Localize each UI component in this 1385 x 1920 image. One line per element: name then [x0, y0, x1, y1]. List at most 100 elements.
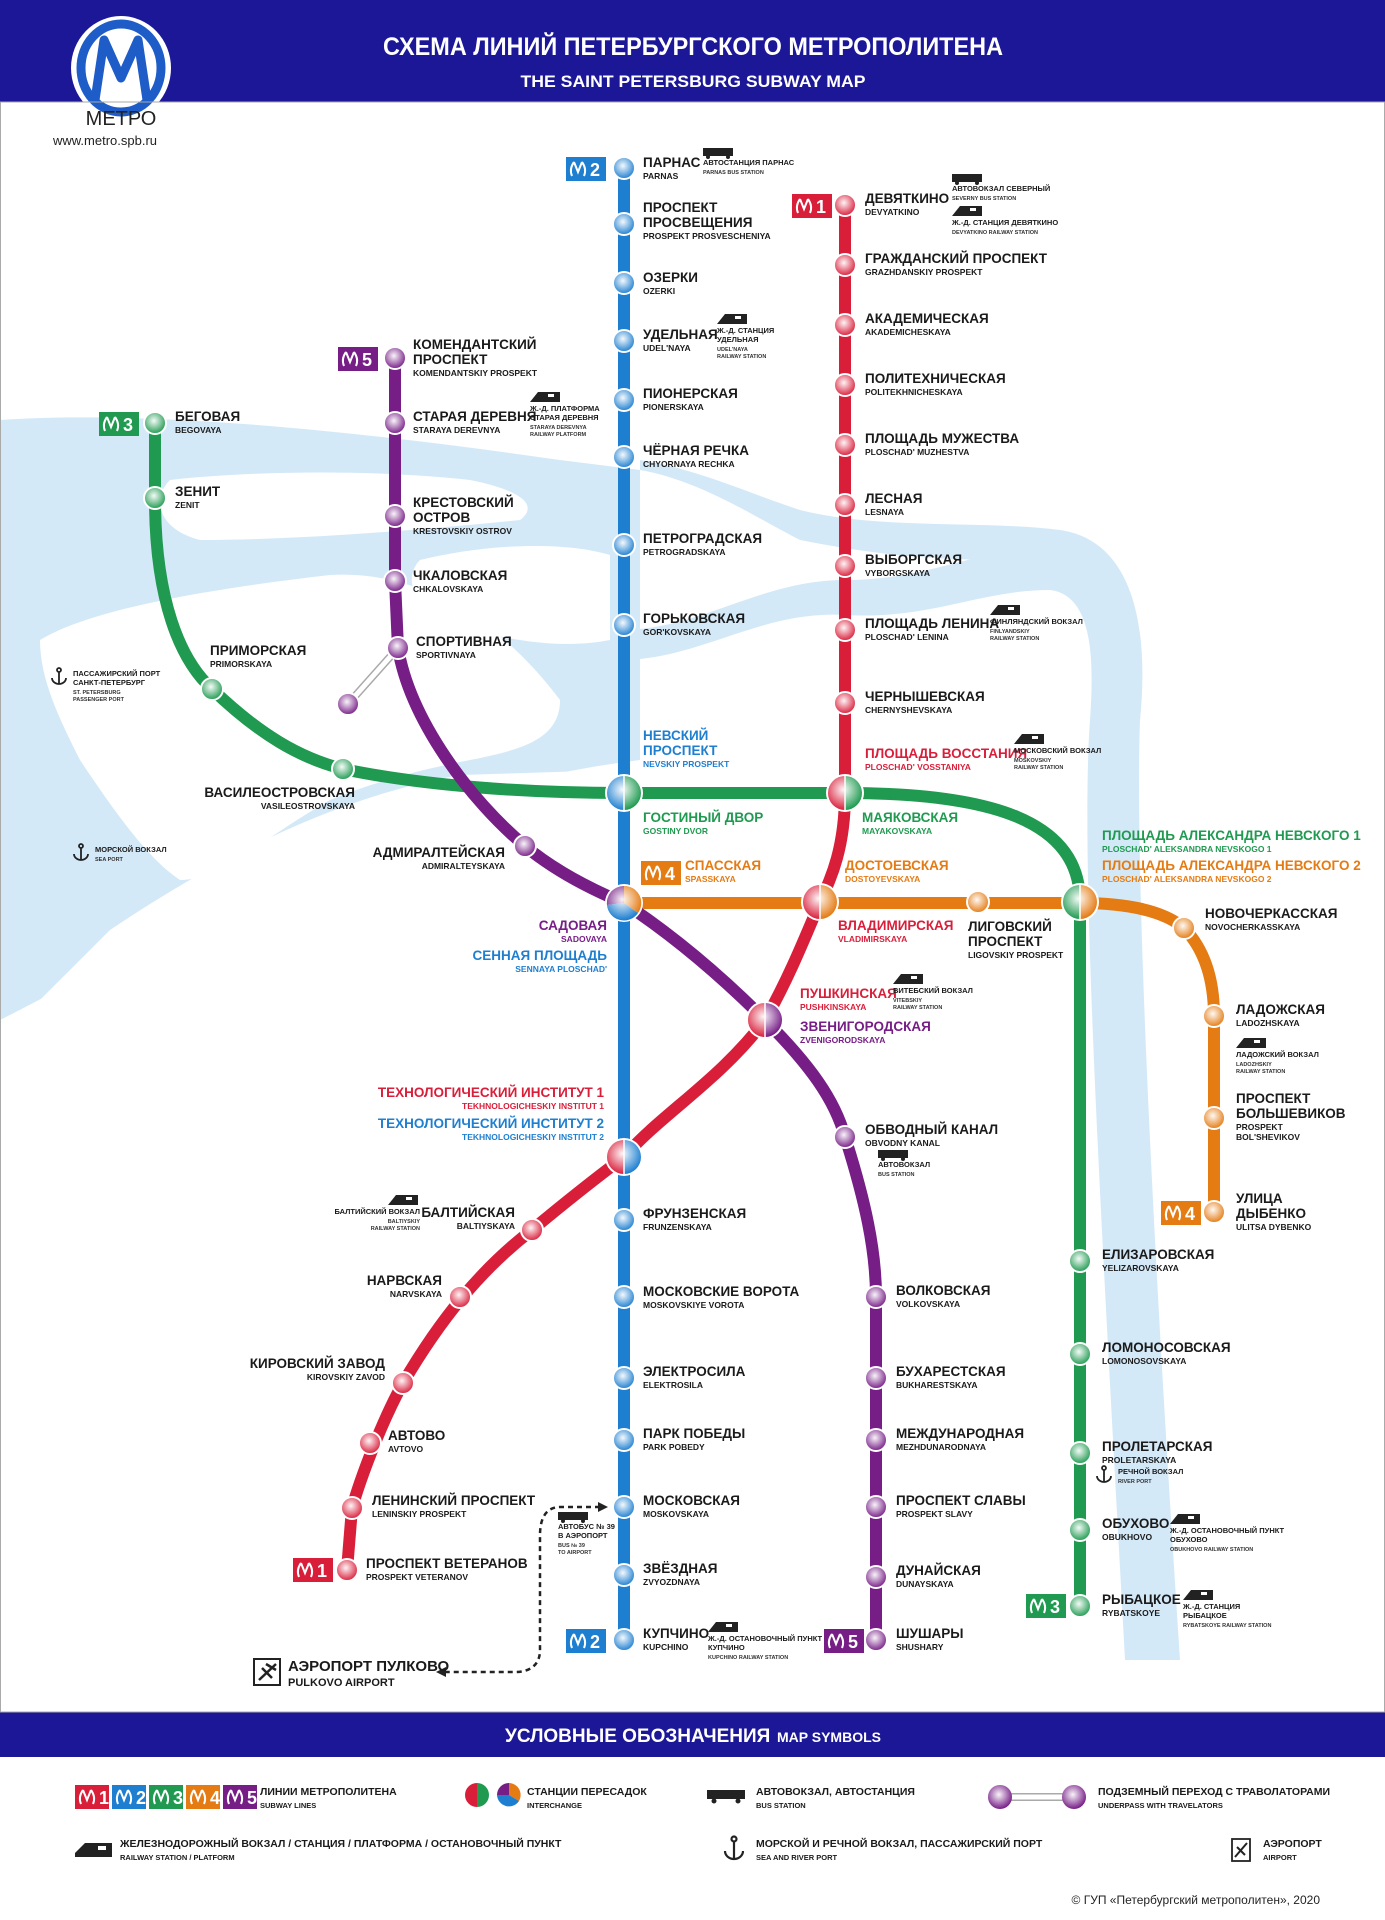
interchange-station-sadovaya[interactable]	[605, 884, 643, 922]
station-marker[interactable]	[864, 1565, 888, 1589]
station-marker[interactable]	[612, 329, 636, 353]
station-marker[interactable]	[612, 1366, 636, 1390]
station-marker[interactable]	[833, 193, 857, 217]
station-marker[interactable]	[833, 554, 857, 578]
station-label[interactable]: ТЕХНОЛОГИЧЕСКИЙ ИНСТИТУТ 2TEKHNOLOGICHES…	[378, 1116, 604, 1142]
station-marker[interactable]	[331, 757, 355, 781]
station-marker[interactable]	[612, 1563, 636, 1587]
station-marker[interactable]	[612, 156, 636, 180]
station-label[interactable]: ТЕХНОЛОГИЧЕСКИЙ ИНСТИТУТ 1TEKHNOLOGICHES…	[378, 1085, 605, 1111]
station-marker[interactable]	[386, 636, 410, 660]
station-marker[interactable]	[1068, 1441, 1092, 1465]
station-marker[interactable]	[513, 834, 537, 858]
station-marker[interactable]	[612, 1428, 636, 1452]
station-marker[interactable]	[612, 1495, 636, 1519]
website-link[interactable]: www.metro.spb.ru	[52, 133, 157, 148]
interchange-station[interactable]	[605, 1138, 643, 1176]
interchange-station[interactable]	[826, 774, 864, 812]
station-marker[interactable]	[612, 1628, 636, 1652]
station-marker[interactable]	[1202, 1200, 1226, 1224]
station-marker[interactable]	[612, 212, 636, 236]
interchange-station[interactable]	[1061, 883, 1099, 921]
station-marker[interactable]	[143, 411, 167, 435]
interchange-station[interactable]	[605, 774, 643, 812]
station-marker[interactable]	[833, 618, 857, 642]
station-marker[interactable]	[864, 1366, 888, 1390]
station-marker[interactable]	[612, 1208, 636, 1232]
station-marker[interactable]	[1068, 1594, 1092, 1618]
station-marker[interactable]	[833, 1125, 857, 1149]
station-marker[interactable]	[864, 1628, 888, 1652]
station-marker[interactable]	[864, 1428, 888, 1452]
station-marker[interactable]	[864, 1495, 888, 1519]
station-marker[interactable]	[391, 1371, 415, 1395]
station-marker[interactable]	[340, 1496, 364, 1520]
station-marker[interactable]	[358, 1431, 382, 1455]
transfer-rail[interactable]: Ж.-Д. ОСТАНОВОЧНЫЙ ПУНКТКУПЧИНОKUPCHINO …	[707, 1622, 823, 1661]
station-marker[interactable]	[383, 569, 407, 593]
station-marker[interactable]	[520, 1218, 544, 1242]
station-marker[interactable]	[833, 373, 857, 397]
station-marker[interactable]	[833, 691, 857, 715]
station-marker[interactable]	[383, 504, 407, 528]
station-marker[interactable]	[448, 1285, 472, 1309]
station-marker[interactable]	[612, 613, 636, 637]
station-marker[interactable]	[833, 433, 857, 457]
station-marker[interactable]	[612, 533, 636, 557]
station-marker[interactable]	[612, 445, 636, 469]
